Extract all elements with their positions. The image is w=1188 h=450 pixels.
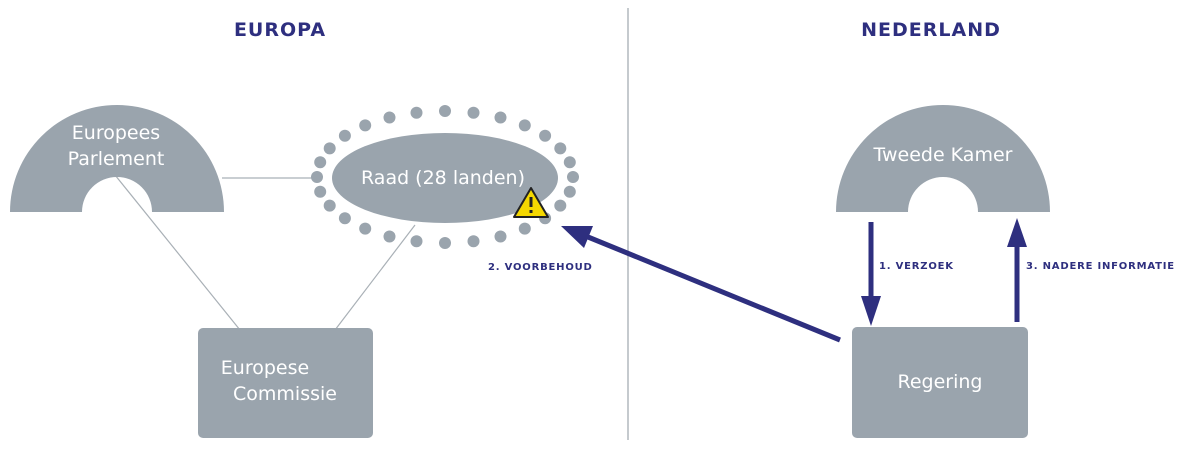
raad-member-dot <box>563 156 576 169</box>
raad-member-dot <box>539 129 552 142</box>
raad-member-dot <box>338 129 351 142</box>
raad-label: Raad (28 landen) <box>361 167 525 189</box>
regering-label: Regering <box>898 371 983 393</box>
arrow-voorbehoud-label: 2. VOORBEHOUD <box>488 262 593 273</box>
europees-parlement-label-2: Parlement <box>68 148 165 170</box>
raad-member-dot <box>323 142 336 155</box>
heading-europa: EUROPA <box>234 19 326 41</box>
raad-member-dot <box>311 171 323 183</box>
regering-shape <box>852 327 1028 438</box>
warning-icon <box>513 187 549 218</box>
raad-member-dot <box>359 222 372 235</box>
europese-commissie-label-2: Commissie <box>233 383 337 405</box>
raad-member-dot <box>383 111 396 124</box>
raad-member-dot <box>439 105 451 117</box>
arrow-verzoek: 1. VERZOEK <box>861 222 954 326</box>
europese-commissie: Europese Commissie <box>198 328 373 438</box>
raad-member-dot <box>494 111 507 124</box>
raad-member-dot <box>563 185 576 198</box>
connector-parlement-commissie <box>114 174 241 331</box>
raad-member-dot <box>467 106 480 119</box>
heading-nederland: NEDERLAND <box>861 19 1001 41</box>
raad-member-dot <box>359 119 372 132</box>
raad-member-dot <box>494 230 507 243</box>
raad-member-dot <box>554 199 567 212</box>
raad-shape <box>332 133 558 223</box>
tweede-kamer-shape <box>836 105 1050 212</box>
raad-member-dot <box>518 119 531 132</box>
raad-member-dot <box>439 237 451 249</box>
arrow-nadere-informatie-label: 3. NADERE INFORMATIE <box>1026 261 1175 272</box>
raad-member-dot <box>323 199 336 212</box>
connector-lines <box>114 174 416 331</box>
connector-raad-commissie <box>334 224 416 331</box>
europese-commissie-label-1: Europese <box>221 357 309 379</box>
raad-member-dot <box>338 212 351 225</box>
regering: Regering <box>852 327 1028 438</box>
arrow-nadere-informatie: 3. NADERE INFORMATIE <box>1007 218 1175 322</box>
europees-parlement: Europees Parlement <box>10 105 224 212</box>
raad-member-dot <box>554 142 567 155</box>
raad: Raad (28 landen) <box>311 105 579 249</box>
europese-commissie-shape <box>198 328 373 438</box>
europees-parlement-label-1: Europees <box>72 122 160 144</box>
arrow-voorbehoud: 2. VOORBEHOUD <box>488 226 841 343</box>
raad-member-dot <box>567 171 579 183</box>
tweede-kamer: Tweede Kamer <box>836 105 1050 212</box>
raad-member-dot <box>410 235 423 248</box>
tweede-kamer-label: Tweede Kamer <box>873 144 1013 166</box>
raad-member-dot <box>314 185 327 198</box>
raad-member-dot <box>314 156 327 169</box>
arrow-verzoek-label: 1. VERZOEK <box>879 261 954 272</box>
raad-member-dot <box>518 222 531 235</box>
raad-member-dot <box>410 106 423 119</box>
europees-parlement-shape <box>10 105 224 212</box>
raad-member-dot <box>383 230 396 243</box>
raad-member-dot <box>467 235 480 248</box>
